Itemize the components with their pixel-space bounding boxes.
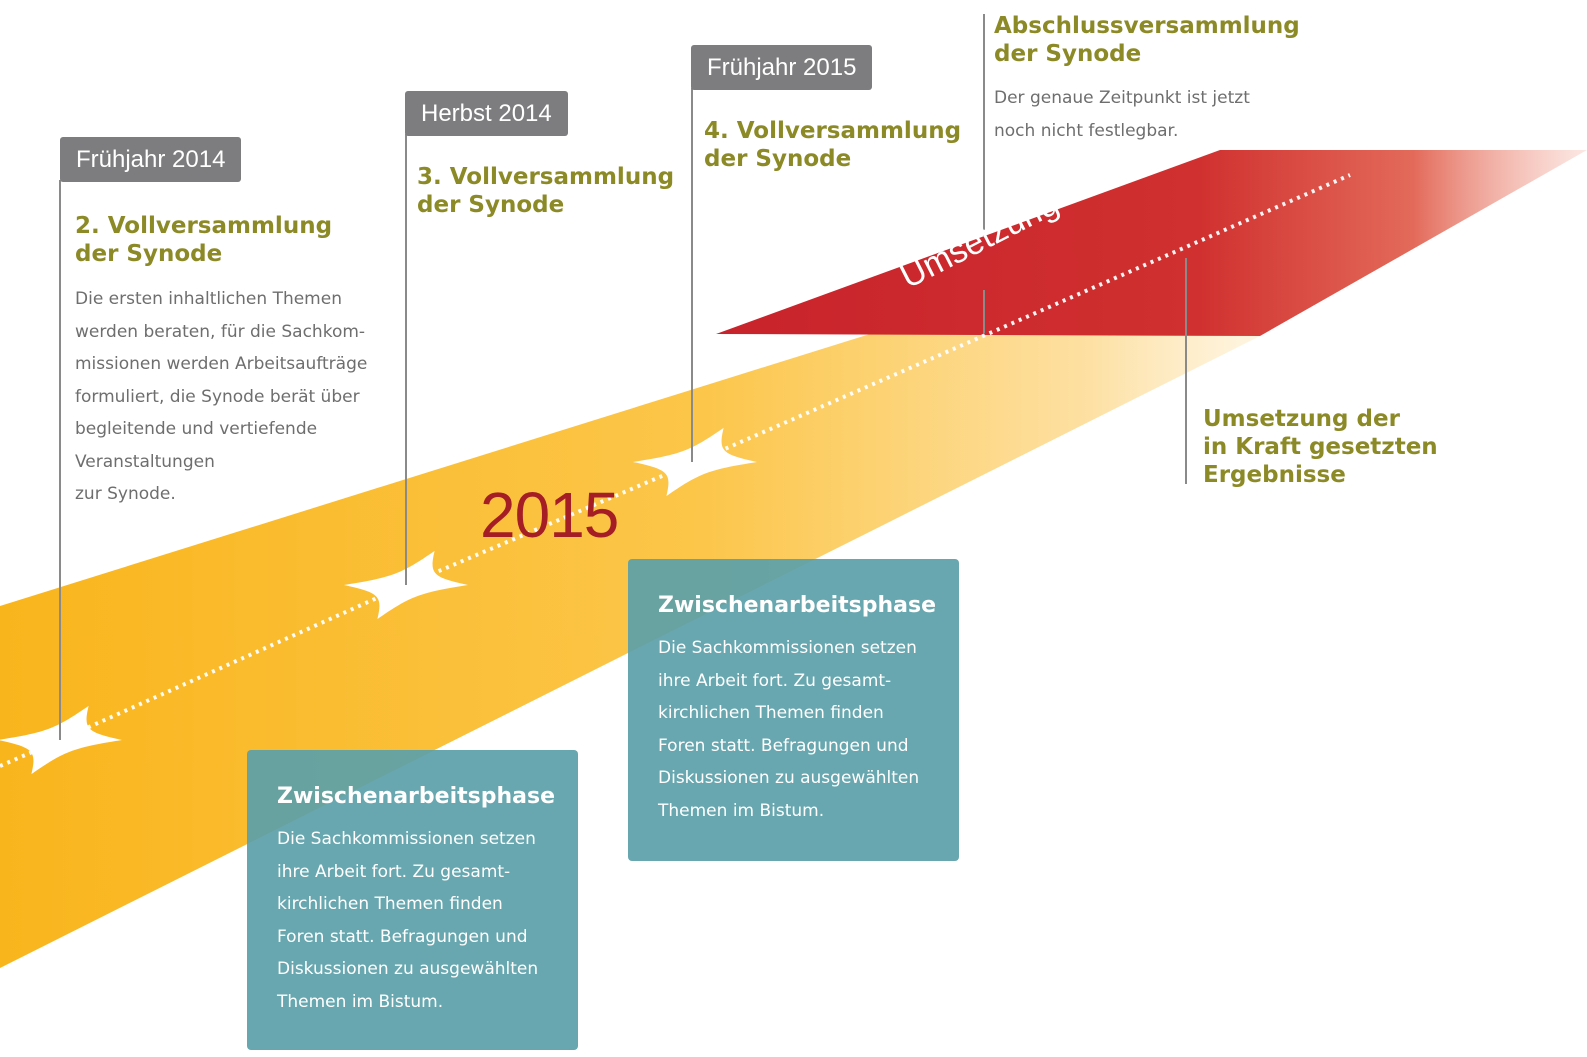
body-line: zur Synode. — [75, 484, 176, 504]
body-line: missionen werden Arbeitsaufträge — [75, 354, 368, 374]
title-line: Umsetzung der — [1203, 406, 1400, 432]
timeline-band-red — [716, 150, 1587, 336]
title-line: 3. Vollversammlung — [417, 164, 675, 190]
phase-title: Zwischenarbeitsphase — [277, 784, 555, 809]
body-line: Der genaue Zeitpunkt ist jetzt — [994, 88, 1250, 108]
body-line: begleitende und vertiefende — [75, 419, 318, 439]
body-line: ihre Arbeit fort. Zu gesamt- — [658, 670, 892, 691]
phase-description: Die Sachkommissionen setzen ihre Arbeit … — [277, 823, 578, 1018]
title-line: in Kraft gesetzten — [1203, 434, 1438, 460]
body-line: kirchlichen Themen finden — [277, 894, 503, 914]
body-line: Themen im Bistum. — [277, 991, 444, 1012]
body-line: Foren statt. Befragungen und — [658, 735, 909, 756]
phase-description: Die Sachkommissionen setzen ihre Arbeit … — [658, 632, 959, 827]
body-line: noch nicht festlegbar. — [994, 120, 1179, 141]
date-tag-herbst-2014: Herbst 2014 — [405, 91, 568, 136]
title-line: der Synode — [704, 146, 852, 172]
milestone-title-final: Abschlussversammlung der Synode — [994, 12, 1300, 68]
milestone-title-4: 4. Vollversammlung der Synode — [704, 117, 961, 173]
body-line: Die Sachkommissionen setzen — [658, 638, 917, 658]
phase-title: Zwischenarbeitsphase — [658, 593, 936, 618]
milestone-title-3: 3. Vollversammlung der Synode — [417, 163, 674, 219]
title-line: 4. Vollversammlung — [704, 118, 962, 144]
body-line: Die Sachkommissionen setzen — [277, 829, 536, 849]
body-line: Veranstaltungen — [75, 451, 215, 472]
date-tag-fruehjahr-2015: Frühjahr 2015 — [691, 45, 873, 90]
body-line: Themen im Bistum. — [658, 800, 825, 821]
body-line: ihre Arbeit fort. Zu gesamt- — [277, 861, 511, 882]
body-line: werden beraten, für die Sachkom- — [75, 321, 366, 342]
title-line: der Synode — [994, 41, 1142, 67]
milestone-title-2: 2. Vollversammlung der Synode — [75, 212, 332, 268]
title-line: Ergebnisse — [1203, 462, 1346, 488]
title-line: Abschlussversammlung — [994, 13, 1300, 39]
result-title: Umsetzung der in Kraft gesetzten Ergebni… — [1203, 405, 1438, 489]
milestone-description-2: Die ersten inhaltlichen Themen werden be… — [75, 283, 367, 511]
title-line: der Synode — [417, 192, 565, 218]
body-line: Foren statt. Befragungen und — [277, 926, 528, 947]
body-line: kirchlichen Themen finden — [658, 703, 884, 723]
date-tag-fruehjahr-2014: Frühjahr 2014 — [60, 137, 242, 182]
phase-box-1: Zwischenarbeitsphase Die Sachkommissione… — [247, 750, 578, 1050]
title-line: der Synode — [75, 241, 223, 267]
cross-marker-icon — [633, 427, 757, 497]
year-label: 2015 — [480, 479, 619, 551]
title-line: 2. Vollversammlung — [75, 213, 333, 239]
milestone-description-final: Der genaue Zeitpunkt ist jetzt noch nich… — [994, 82, 1250, 147]
body-line: formuliert, die Synode berät über — [75, 386, 360, 407]
body-line: Diskussionen zu ausgewählten — [277, 959, 539, 979]
body-line: Diskussionen zu ausgewählten — [658, 768, 920, 788]
body-line: Die ersten inhaltlichen Themen — [75, 289, 342, 309]
phase-box-2: Zwischenarbeitsphase Die Sachkommissione… — [628, 559, 959, 861]
timeline-dotted-path — [0, 173, 1351, 768]
